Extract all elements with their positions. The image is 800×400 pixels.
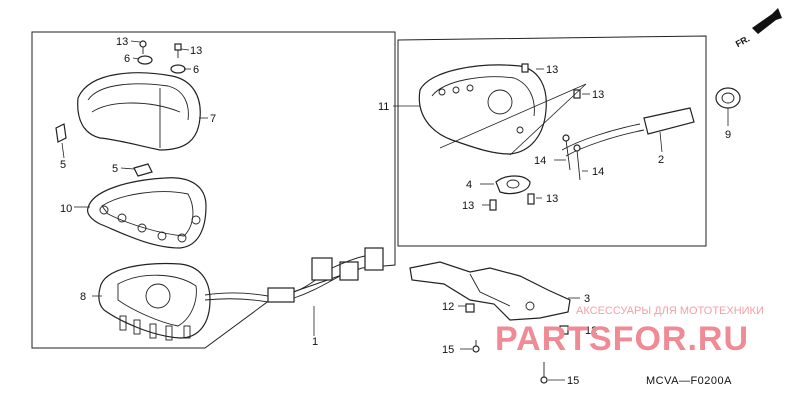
callout-3: 3 [584,293,590,305]
screw-13-d [573,89,581,99]
callout-6-a: 6 [124,53,130,65]
callout-10: 10 [60,203,72,215]
diagram-code: MCVA—F0200A [646,375,732,387]
gasket-4 [495,175,531,195]
watermark-tagline: АКСЕССУАРЫ ДЛЯ МОТОТЕХНИКИ [576,305,764,317]
clip-5-lower [133,163,153,177]
callout-13-f: 13 [546,193,558,205]
clip-5-upper [55,123,67,143]
callout-6-b: 6 [193,64,199,76]
callout-15-a: 15 [442,344,454,356]
meter-cover [77,72,201,151]
callout-11: 11 [378,101,389,113]
screw-13-c [521,63,529,73]
meter-stay [409,261,571,321]
callout-2: 2 [658,154,664,166]
washer-6-left [137,55,153,65]
front-direction-label: FR. [734,33,751,49]
watermark: АКСЕССУАРЫ ДЛЯ МОТОТЕХНИКИ PARTSFOR.RU [495,305,764,358]
callout-4: 4 [466,179,472,191]
callout-1: 1 [312,336,318,348]
callout-12-b: 12 [585,325,597,337]
meter-cable [561,107,695,157]
right-assembly-frame [397,35,707,247]
bolt-15-right [540,362,548,384]
callout-8: 8 [80,291,86,303]
nut-12-right [559,325,569,335]
callout-14-a: 14 [534,155,546,167]
screw-14-a [562,134,571,171]
callout-14-b: 14 [592,166,604,178]
meter-assembly [98,262,211,341]
washer-6-right [170,64,186,74]
cap-9 [715,87,741,109]
callout-13-b: 13 [190,45,202,57]
callout-15-b: 15 [567,375,579,387]
bolt-15-left [472,340,480,353]
callout-5-b: 5 [112,163,118,175]
callout-13-a: 13 [116,36,128,48]
callout-13-d: 13 [592,89,604,101]
meter-garnish [87,177,207,249]
screw-13-f [527,193,535,205]
screw-13-left [139,40,147,54]
watermark-brand: PARTSFOR.RU [495,320,749,358]
screw-13-right [174,43,182,58]
screw-14-b [573,144,581,181]
callout-7: 7 [210,113,216,125]
callout-12-a: 12 [442,301,454,313]
left-assembly-frame [31,31,396,349]
callout-13-c: 13 [546,64,558,76]
callout-13-e: 13 [462,200,474,212]
callout-5-a: 5 [60,159,66,171]
leader-lines [61,40,729,381]
screw-13-e [489,199,497,211]
meter-harness [204,247,384,303]
front-direction-arrow: FR. [734,8,782,49]
meter-case [418,64,547,155]
nut-12-left [465,303,475,313]
callout-9: 9 [725,129,731,141]
